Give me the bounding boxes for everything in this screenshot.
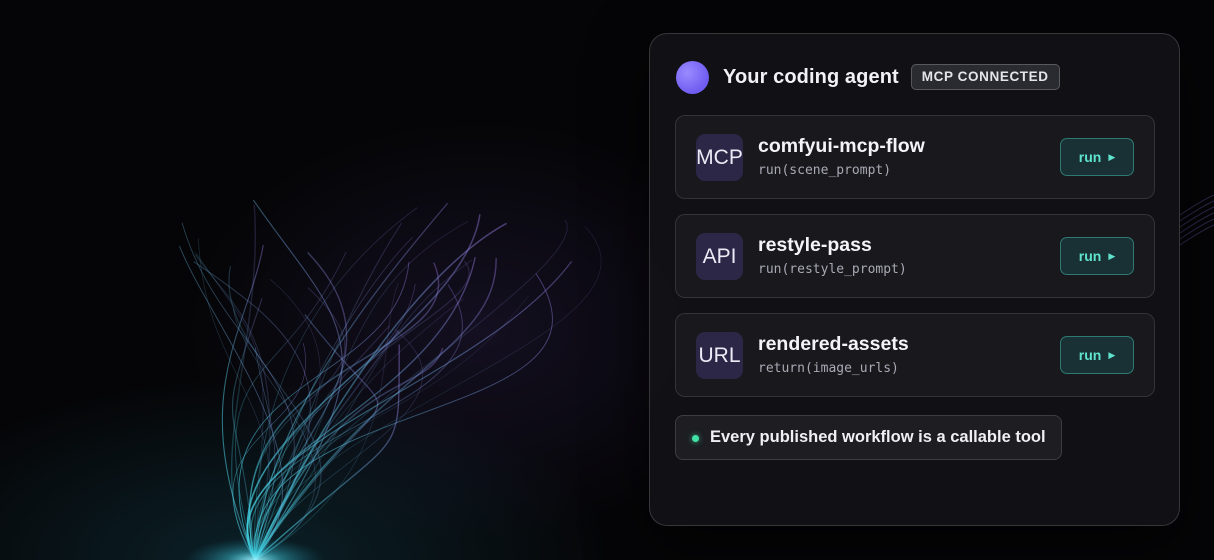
- tool-row-comfyui-mcp-flow: MCP comfyui-mcp-flow run(scene_prompt) r…: [675, 115, 1155, 199]
- run-button-label: run: [1078, 149, 1102, 165]
- api-icon: API: [696, 233, 743, 280]
- run-button-rendered-assets[interactable]: run ▶: [1060, 336, 1134, 374]
- light-thread: [231, 298, 263, 560]
- tool-row-restyle-pass: API restyle-pass run(restyle_prompt) run…: [675, 214, 1155, 298]
- url-icon: URL: [696, 332, 743, 379]
- panel-header: Your coding agent MCP CONNECTED: [676, 60, 1060, 94]
- light-thread: [254, 347, 444, 560]
- tool-icon-label: URL: [698, 343, 741, 367]
- light-thread: [254, 282, 399, 560]
- light-thread: [254, 295, 529, 560]
- tool-row-rendered-assets: URL rendered-assets return(image_urls) r…: [675, 313, 1155, 397]
- light-thread: [252, 220, 568, 560]
- light-thread: [254, 221, 469, 560]
- workflow-note-pill: Every published workflow is a callable t…: [675, 415, 1062, 460]
- status-dot-icon: [692, 435, 699, 442]
- light-thread: [254, 329, 424, 560]
- light-thread: [254, 202, 448, 560]
- light-thread: [238, 261, 410, 560]
- mcp-icon: MCP: [696, 134, 743, 181]
- light-thread: [1179, 194, 1214, 216]
- light-thread: [254, 226, 602, 560]
- tool-name: rendered-assets: [758, 333, 909, 355]
- light-thread: [181, 222, 295, 560]
- tool-icon-label: API: [702, 244, 737, 268]
- light-thread: [250, 284, 463, 560]
- run-button-label: run: [1078, 347, 1102, 363]
- tool-name: comfyui-mcp-flow: [758, 135, 925, 157]
- light-thread: [254, 273, 553, 560]
- light-thread: [1179, 212, 1214, 234]
- light-thread: [1179, 206, 1214, 228]
- light-thread: [198, 238, 270, 560]
- light-thread: [228, 266, 322, 560]
- agent-avatar: [676, 60, 709, 94]
- light-thread: [254, 325, 391, 560]
- light-thread: [248, 287, 346, 560]
- run-button-label: run: [1078, 248, 1102, 264]
- play-triangle-icon: ▶: [1108, 250, 1116, 261]
- run-button-comfyui-mcp-flow[interactable]: run ▶: [1060, 138, 1134, 176]
- light-thread: [253, 199, 343, 560]
- light-thread: [254, 252, 348, 560]
- light-thread: [254, 237, 413, 560]
- light-thread: [254, 257, 497, 560]
- light-thread: [1179, 224, 1214, 246]
- tool-name: restyle-pass: [758, 234, 872, 256]
- light-thread: [233, 308, 316, 560]
- tool-signature: run(restyle_prompt): [758, 262, 907, 277]
- tool-signature: return(image_urls): [758, 361, 899, 376]
- workflow-note-text: Every published workflow is a callable t…: [710, 428, 1046, 446]
- light-thread: [179, 246, 284, 560]
- tool-icon-label: MCP: [696, 145, 743, 169]
- light-thread: [221, 245, 264, 560]
- agent-title: Your coding agent: [723, 65, 899, 88]
- coding-agent-panel: Your coding agent MCP CONNECTED MCP comf…: [649, 33, 1180, 526]
- light-thread: [1179, 218, 1214, 240]
- light-thread: [247, 261, 572, 560]
- play-triangle-icon: ▶: [1108, 349, 1116, 360]
- run-button-restyle-pass[interactable]: run ▶: [1060, 237, 1134, 275]
- light-thread: [1179, 200, 1214, 222]
- mcp-status-badge: MCP CONNECTED: [910, 64, 1060, 90]
- light-thread: [254, 222, 402, 560]
- play-triangle-icon: ▶: [1108, 151, 1116, 162]
- light-thread: [230, 204, 256, 560]
- light-thread: [194, 252, 264, 560]
- tool-signature: run(scene_prompt): [758, 163, 892, 178]
